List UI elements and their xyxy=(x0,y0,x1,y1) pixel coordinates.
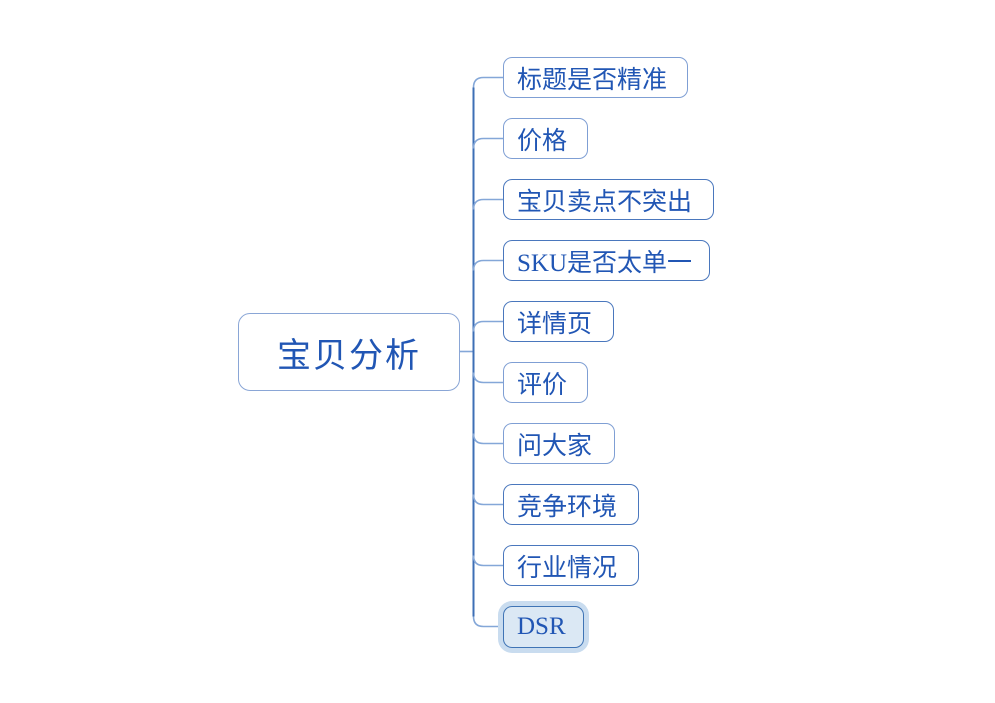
branch-line xyxy=(472,259,503,271)
topic-label: 行业情况 xyxy=(517,554,618,582)
topic-sku-variety[interactable]: SKU是否太单一 xyxy=(503,240,710,281)
topic-label: 宝贝卖点不突出 xyxy=(517,188,693,216)
branch-line xyxy=(472,494,503,506)
topic-label: 问大家 xyxy=(517,432,593,460)
root-topic-label: 宝贝分析 xyxy=(277,337,421,375)
topic-label: 标题是否精准 xyxy=(517,66,668,94)
branch-line xyxy=(472,555,503,567)
topic-reviews[interactable]: 评价 xyxy=(503,362,588,403)
topic-label: SKU是否太单一 xyxy=(517,249,693,277)
topic-ask-everyone[interactable]: 问大家 xyxy=(503,423,615,464)
root-topic-product-analysis[interactable]: 宝贝分析 xyxy=(238,313,460,391)
topic-dsr-selected[interactable]: DSR xyxy=(503,606,584,648)
topic-selling-points[interactable]: 宝贝卖点不突出 xyxy=(503,179,714,220)
topic-industry-situation[interactable]: 行业情况 xyxy=(503,545,639,586)
topic-detail-page[interactable]: 详情页 xyxy=(503,301,614,342)
topic-competitive-environment[interactable]: 竞争环境 xyxy=(503,484,639,525)
topic-label: 评价 xyxy=(517,371,568,399)
topic-title-precision[interactable]: 标题是否精准 xyxy=(503,57,688,98)
branch-line xyxy=(472,616,503,628)
topic-price[interactable]: 价格 xyxy=(503,118,588,159)
branch-line xyxy=(472,198,503,210)
branch-line xyxy=(472,433,503,445)
branch-line xyxy=(472,137,503,149)
branch-line xyxy=(472,76,503,88)
topic-label: 价格 xyxy=(517,127,568,155)
branch-line xyxy=(472,320,503,332)
topic-label: DSR xyxy=(517,613,566,640)
topic-label: 竞争环境 xyxy=(517,493,618,521)
branch-line xyxy=(472,372,503,384)
topic-label: 详情页 xyxy=(517,310,593,338)
